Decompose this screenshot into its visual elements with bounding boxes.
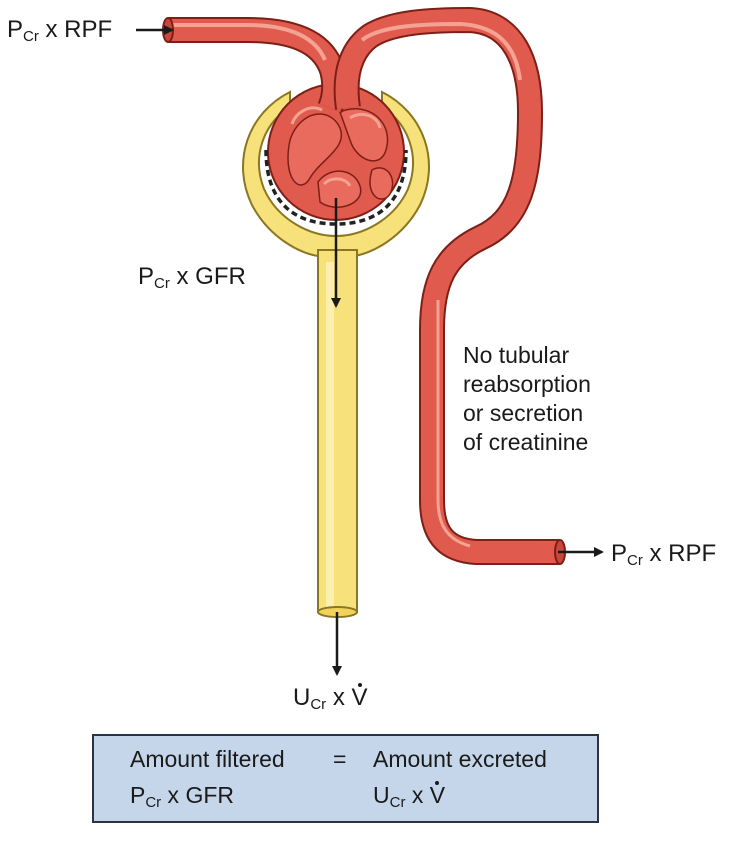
efferent-label-rest: x RPF: [642, 540, 717, 567]
filtered-label-sub: Cr: [154, 275, 170, 292]
excretion-label-rest: x: [326, 684, 352, 711]
excretion-label: UCr x V: [293, 683, 368, 713]
bowmans-capsule: [242, 90, 430, 257]
excretion-label-sub: Cr: [310, 696, 327, 713]
summary-equation-box: Amount filtered = Amount excreted PCr x …: [92, 734, 599, 823]
note-line-1: No tubular: [463, 342, 570, 368]
summary-right-formula-main: U: [373, 782, 390, 808]
summary-urine-flow-symbol: V: [429, 781, 446, 808]
summary-right-title: Amount excreted: [373, 746, 547, 772]
note-line-2: reabsorption: [463, 371, 591, 397]
filtered-load-label: PCr x GFR: [138, 263, 246, 291]
no-reabsorption-note: No tubular reabsorption or secretion of …: [463, 341, 591, 457]
bowmans-capsule-and-tubule: [242, 90, 430, 618]
filtered-label-main: P: [138, 263, 155, 290]
efferent-flow-label: PCr x RPF: [611, 540, 716, 568]
summary-right-formula-rest: x: [405, 782, 430, 808]
proximal-tubule: [317, 249, 358, 613]
urine-flow-symbol: V: [351, 683, 368, 711]
note-line-3: or secretion: [463, 400, 584, 426]
filtration-barrier: [264, 149, 408, 226]
summary-left-formula: PCr x GFR: [130, 782, 235, 811]
summary-left-formula-rest: x GFR: [161, 782, 235, 808]
summary-left-formula-main: P: [130, 782, 146, 808]
summary-left-formula-sub: Cr: [145, 794, 162, 811]
note-line-4: of creatinine: [463, 429, 589, 455]
summary-equals-sign: =: [333, 746, 347, 772]
summary-right-formula: UCr x V: [373, 781, 446, 811]
glomerulus: [264, 83, 408, 226]
afferent-label-rest: x RPF: [38, 16, 113, 43]
efferent-arteriole: [333, 6, 566, 565]
afferent-flow-label: PCr x RPF: [7, 16, 112, 44]
summary-right-formula-sub: Cr: [389, 794, 406, 811]
afferent-label-sub: Cr: [23, 28, 39, 45]
summary-left-title: Amount filtered: [130, 746, 285, 772]
efferent-label-main: P: [611, 540, 628, 567]
efferent-label-sub: Cr: [627, 552, 643, 569]
excretion-label-main: U: [293, 684, 311, 711]
filtered-label-rest: x GFR: [169, 263, 246, 290]
afferent-arteriole: [162, 17, 348, 113]
afferent-label-main: P: [7, 16, 24, 43]
